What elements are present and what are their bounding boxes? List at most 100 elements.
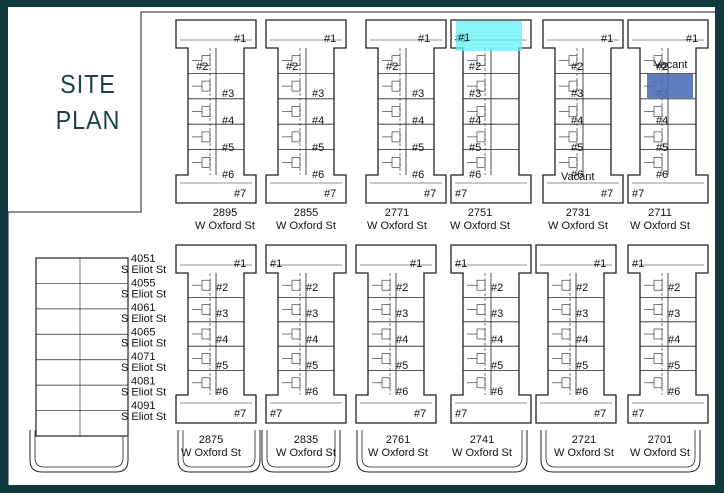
unit-2701-3: #3 xyxy=(668,308,680,320)
unit-2835-7: #7 xyxy=(270,408,282,420)
eliot-address-number: 4071 xyxy=(131,351,155,363)
unit-2721-5: #5 xyxy=(576,360,588,372)
unit-2855-6: #6 xyxy=(312,169,324,181)
address-street: W Oxford St xyxy=(368,447,428,459)
unit-2771-3: #3 xyxy=(412,88,424,100)
unit-2895-3: #3 xyxy=(222,88,234,100)
unit-2761-3: #3 xyxy=(396,308,408,320)
unit-2721-7: #7 xyxy=(594,408,606,420)
unit-2895-2: #2 xyxy=(196,61,208,73)
unit-2701-4: #4 xyxy=(668,334,680,346)
address-street: W Oxford St xyxy=(554,447,614,459)
unit-2741-1: #1 xyxy=(455,258,467,270)
highlight-unit-2711-3[interactable] xyxy=(647,74,693,98)
unit-2751-3: #3 xyxy=(469,88,481,100)
walkway xyxy=(261,430,341,473)
unit-2721-2: #2 xyxy=(576,282,588,294)
unit-2741-7: #7 xyxy=(455,408,467,420)
unit-2771-7: #7 xyxy=(424,188,436,200)
highlight-unit-2751-1[interactable] xyxy=(456,21,522,51)
walkway xyxy=(361,430,523,468)
walkway xyxy=(182,430,256,468)
unit-2711-7: #7 xyxy=(632,188,644,200)
unit-2751-2: #2 xyxy=(469,61,481,73)
unit-2721-6: #6 xyxy=(576,386,588,398)
address-number: 2701 xyxy=(648,434,672,446)
walkway xyxy=(29,430,129,473)
unit-2731-6: #6 xyxy=(571,169,583,181)
unit-2855-7: #7 xyxy=(324,188,336,200)
unit-2875-7: #7 xyxy=(234,408,246,420)
address-street: W Oxford St xyxy=(450,220,510,232)
walkway xyxy=(540,430,701,473)
eliot-address-number: 4065 xyxy=(131,327,155,339)
unit-2895-7: #7 xyxy=(234,188,246,200)
vacant-note: Vacant xyxy=(654,59,687,71)
address-number: 2875 xyxy=(199,434,223,446)
site-boundary xyxy=(8,11,715,485)
unit-2895-1: #1 xyxy=(234,33,246,45)
unit-2751-4: #4 xyxy=(469,115,481,127)
unit-2771-2: #2 xyxy=(386,61,398,73)
unit-2721-1: #1 xyxy=(594,258,606,270)
eliot-address-street: S Eliot St xyxy=(121,289,166,301)
unit-2875-3: #3 xyxy=(216,308,228,320)
unit-2711-4: #4 xyxy=(656,115,668,127)
unit-2761-1: #1 xyxy=(410,258,422,270)
address-number: 2855 xyxy=(294,207,318,219)
unit-2835-2: #2 xyxy=(306,282,318,294)
address-number: 2761 xyxy=(386,434,410,446)
address-street: W Oxford St xyxy=(452,447,512,459)
unit-2771-1: #1 xyxy=(418,33,430,45)
address-number: 2895 xyxy=(213,207,237,219)
unit-2731-5: #5 xyxy=(571,142,583,154)
unit-2751-7: #7 xyxy=(455,188,467,200)
eliot-address-street: S Eliot St xyxy=(121,387,166,399)
unit-2761-5: #5 xyxy=(396,360,408,372)
unit-2771-4: #4 xyxy=(412,115,424,127)
unit-2741-4: #4 xyxy=(491,334,503,346)
unit-2835-1: #1 xyxy=(270,258,282,270)
unit-2721-4: #4 xyxy=(576,334,588,346)
unit-2855-5: #5 xyxy=(312,142,324,154)
eliot-address-street: S Eliot St xyxy=(121,338,166,350)
unit-2855-3: #3 xyxy=(312,88,324,100)
eliot-address-number: 4081 xyxy=(131,376,155,388)
address-street: W Oxford St xyxy=(195,220,255,232)
walkway xyxy=(356,430,528,473)
address-street: W Oxford St xyxy=(181,447,241,459)
unit-2761-2: #2 xyxy=(396,282,408,294)
unit-2711-6: #6 xyxy=(656,169,668,181)
unit-2741-6: #6 xyxy=(491,386,503,398)
eliot-address-number: 4055 xyxy=(131,278,155,290)
unit-2751-5: #5 xyxy=(469,142,481,154)
eliot-address-street: S Eliot St xyxy=(121,362,166,374)
address-street: W Oxford St xyxy=(276,447,336,459)
address-number: 2711 xyxy=(648,207,672,219)
unit-2761-4: #4 xyxy=(396,334,408,346)
unit-2875-2: #2 xyxy=(216,282,228,294)
address-street: W Oxford St xyxy=(630,220,690,232)
unit-2701-7: #7 xyxy=(632,408,644,420)
unit-2875-4: #4 xyxy=(216,334,228,346)
unit-2711-1: #1 xyxy=(686,33,698,45)
unit-2835-3: #3 xyxy=(306,308,318,320)
unit-2721-3: #3 xyxy=(576,308,588,320)
eliot-address-number: 4051 xyxy=(131,253,155,265)
unit-2731-2: #2 xyxy=(571,61,583,73)
